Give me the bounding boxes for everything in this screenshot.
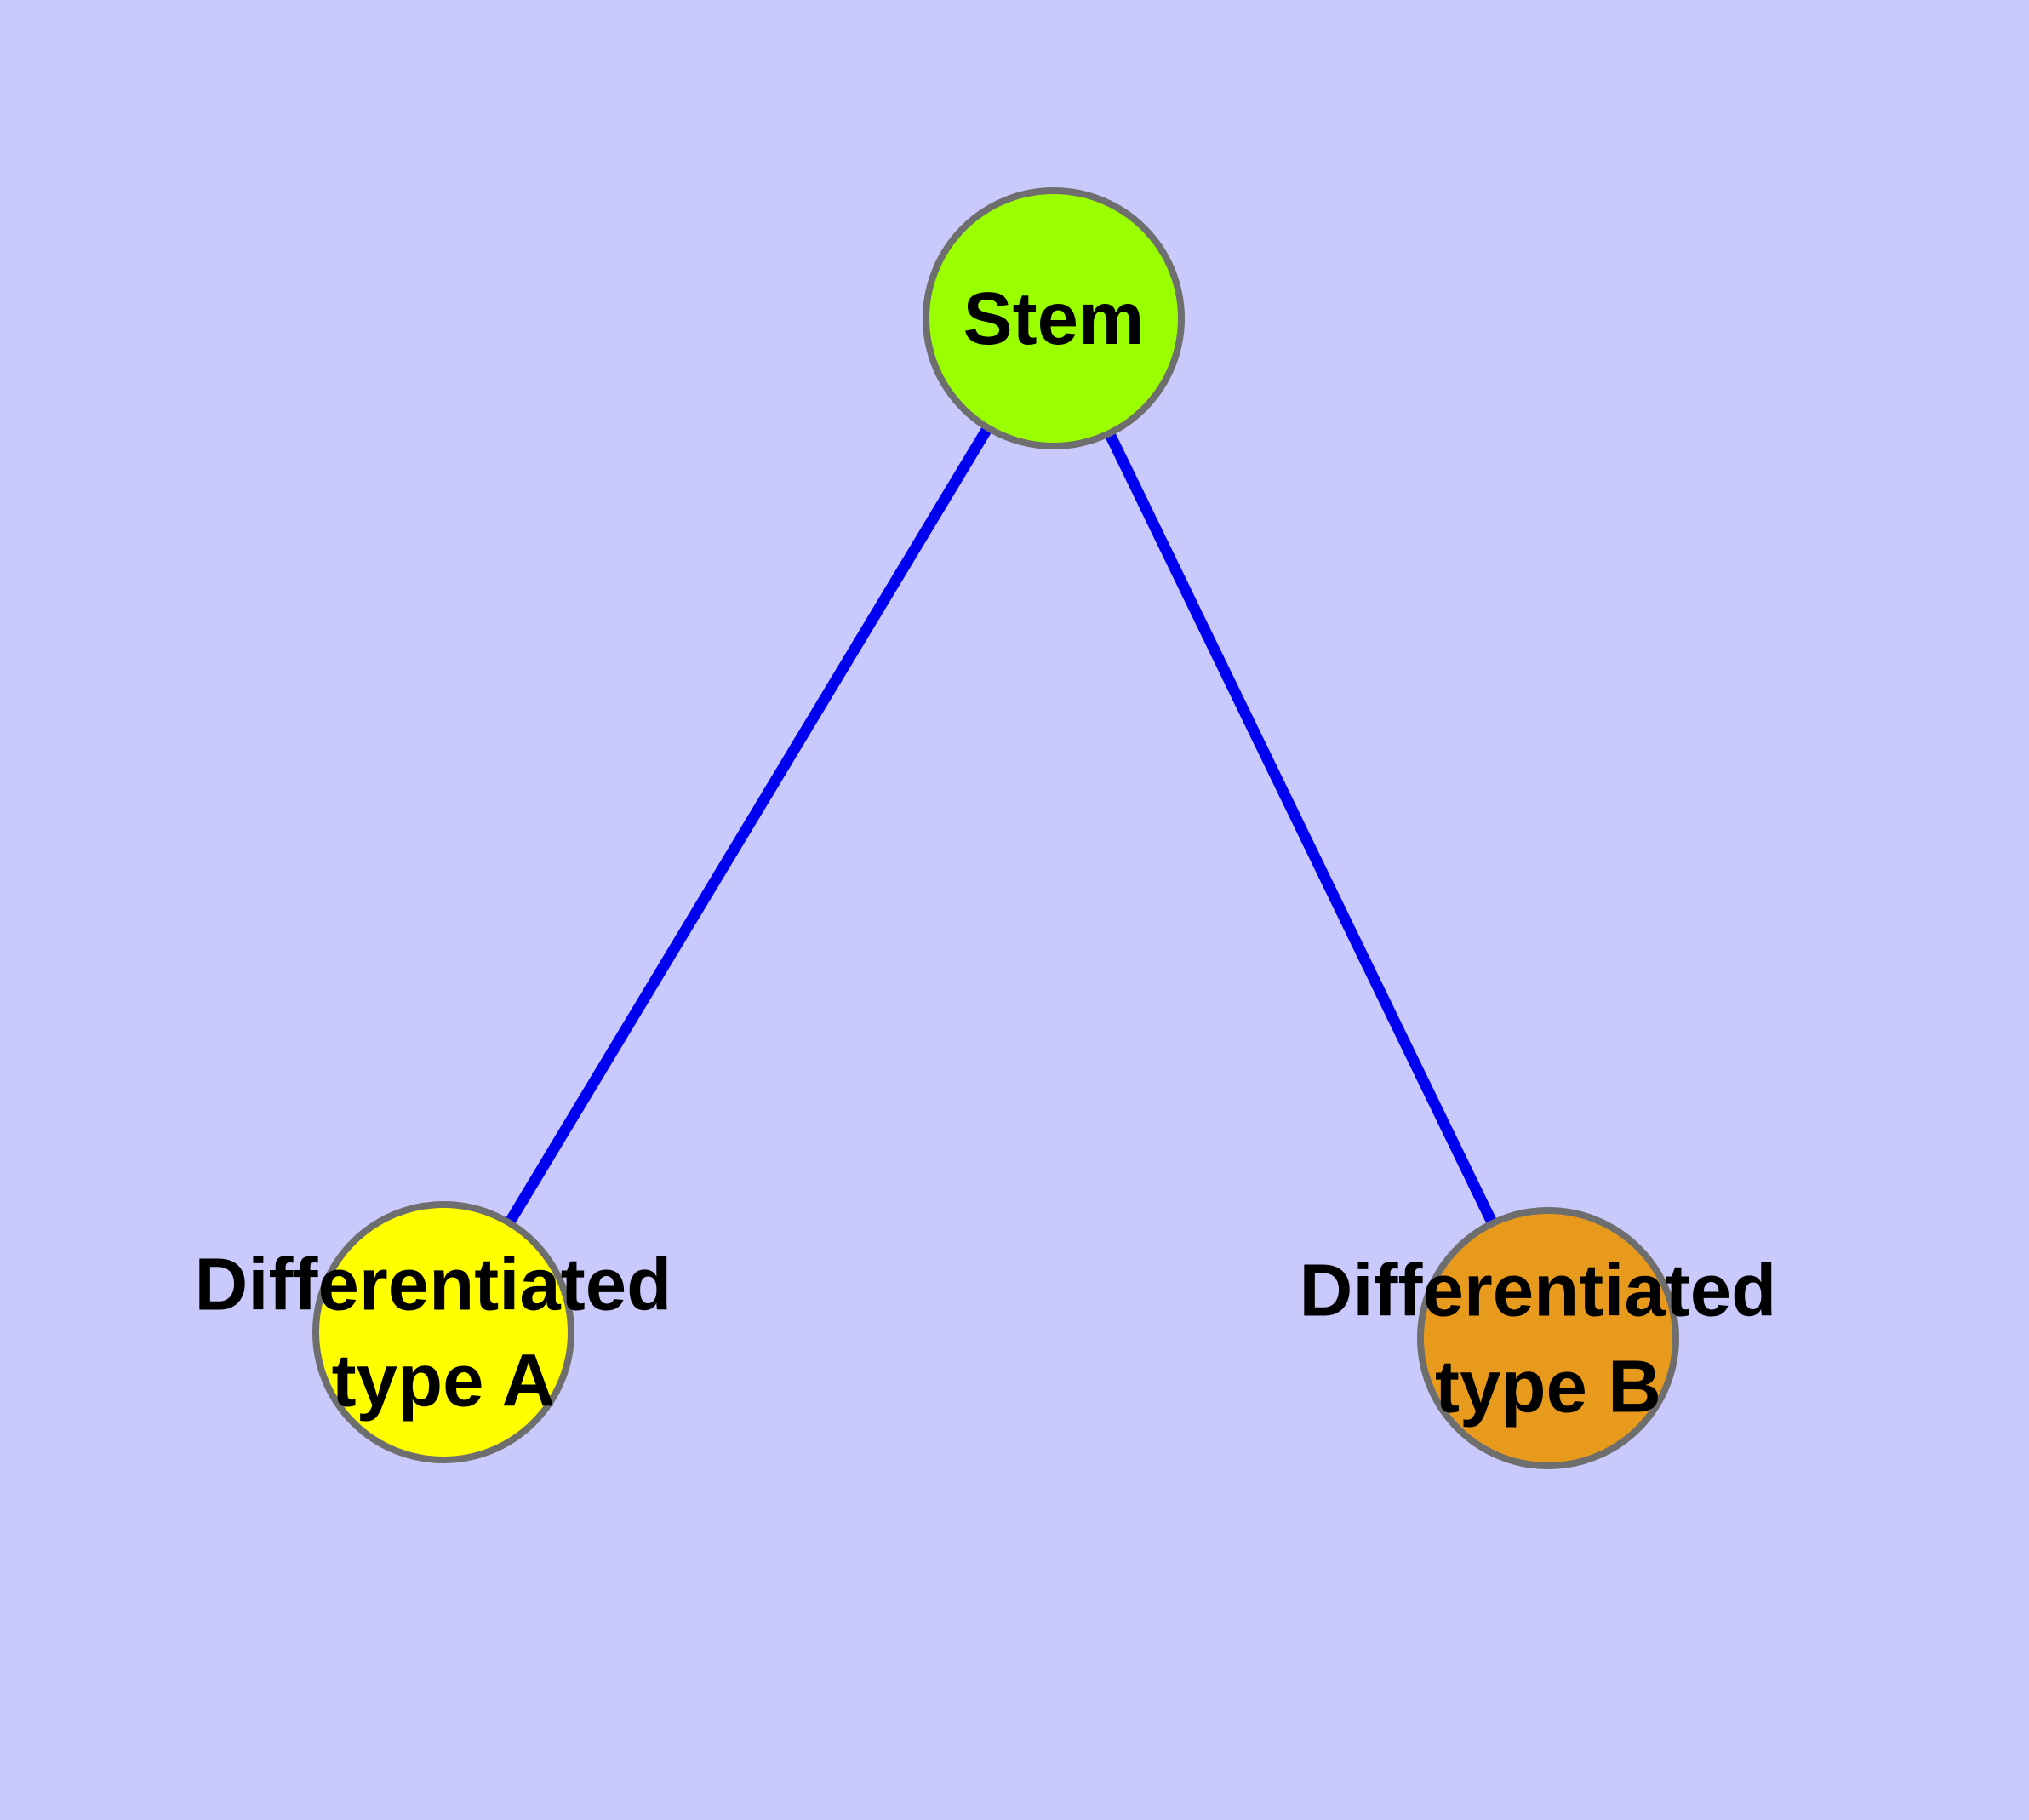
node-differentiated-type-b-label-line-2: type B xyxy=(1435,1345,1661,1428)
node-differentiated-type-b: Differentiated type B xyxy=(1300,1207,1798,1469)
node-differentiated-type-b-circle xyxy=(1417,1207,1679,1469)
node-stem-label-line-1: Stem xyxy=(963,278,1145,360)
edge-stem-to-type-a xyxy=(438,315,1059,1336)
node-differentiated-type-a-label-line-2: type A xyxy=(332,1339,556,1422)
node-stem: Stem xyxy=(923,187,1185,449)
node-differentiated-type-a-label: Differentiated type A xyxy=(195,1243,693,1422)
node-differentiated-type-a-circle xyxy=(312,1201,574,1463)
node-differentiated-type-b-label-line-1: Differentiated xyxy=(1300,1249,1777,1331)
edge-stem-to-type-b xyxy=(1049,316,1553,1341)
node-differentiated-type-b-label: Differentiated type B xyxy=(1300,1249,1798,1428)
node-stem-circle xyxy=(923,187,1185,449)
node-differentiated-type-a-label-line-1: Differentiated xyxy=(195,1243,672,1325)
node-stem-label: Stem xyxy=(963,278,1145,360)
edge-layer xyxy=(438,315,1553,1341)
node-differentiated-type-a: Differentiated type A xyxy=(195,1201,693,1463)
